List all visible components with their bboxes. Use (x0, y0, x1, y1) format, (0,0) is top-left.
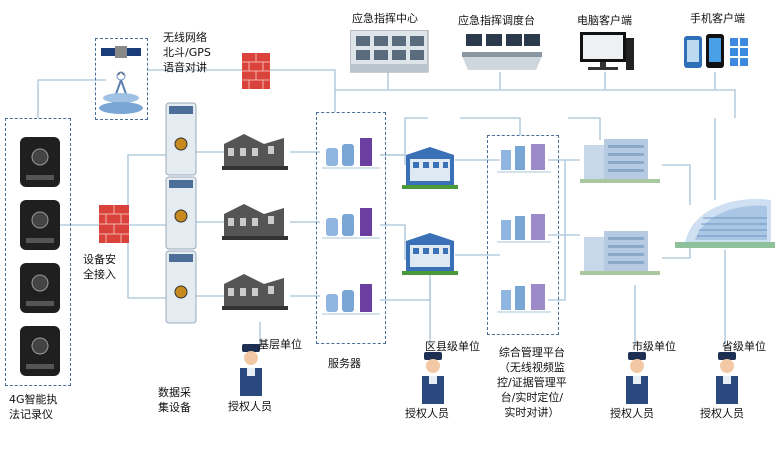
server-icon (322, 138, 380, 169)
county-unit-label: 区县级单位 (425, 340, 480, 353)
collector-icon (165, 250, 197, 324)
satellite-group (95, 38, 148, 120)
pc-client-icon (580, 32, 634, 70)
firewall-icon (99, 205, 129, 243)
firewall-icon (242, 53, 270, 89)
mobile-client-icon (684, 34, 748, 68)
recorder-devices (20, 137, 60, 376)
authorized-person-label: 授权人员 (228, 400, 272, 413)
city-building-icon (580, 139, 660, 183)
wireless-label: 无线网络 北斗/GPS 语音对讲 (163, 31, 211, 74)
county-buildings (402, 147, 458, 275)
recorder-icon (20, 200, 60, 250)
command-center-label: 应急指挥中心 (352, 12, 418, 25)
platform-label: 综合管理平台 （无线视频监 控/证据管理平 台/实时定位/ 实时对讲） (497, 346, 567, 419)
authorized-person-label: 授权人员 (405, 407, 449, 420)
officer-icon (626, 352, 648, 404)
satellite-icon (99, 46, 143, 114)
top-bus-line (335, 89, 736, 118)
recorder-icon (20, 326, 60, 376)
collector-icon (165, 176, 197, 250)
authorized-person-label: 授权人员 (700, 407, 744, 420)
officer-icon (422, 352, 444, 404)
server-icon (497, 144, 551, 173)
grassroots-buildings (222, 134, 288, 310)
collector-icon (165, 102, 197, 176)
recorder-group (5, 118, 71, 386)
pc-client-label: 电脑客户端 (577, 14, 632, 27)
building-icon (222, 274, 288, 310)
server-devices (322, 138, 380, 315)
recorder-icon (20, 263, 60, 313)
building-icon (222, 134, 288, 170)
server-icon (497, 214, 551, 243)
city-buildings (580, 139, 660, 275)
server-icon (322, 284, 380, 315)
province-unit-label: 省级单位 (722, 340, 766, 353)
dispatch-desk-icon (462, 34, 542, 70)
mobile-client-label: 手机客户端 (690, 12, 745, 25)
authorized-person-label: 授权人员 (610, 407, 654, 420)
officer-icon (240, 344, 262, 396)
office-building-icon (402, 147, 458, 189)
recorder-label: 4G智能执 法记录仪 (9, 393, 58, 421)
device-access-label: 设备安 全接入 (83, 253, 116, 281)
dispatch-desk-label: 应急指挥调度台 (458, 14, 535, 27)
server-group (316, 112, 386, 344)
server-icon (497, 284, 551, 313)
command-center-icon (350, 30, 429, 73)
platform-devices (497, 144, 551, 313)
officer-icon (716, 352, 738, 404)
province-building-icon (675, 198, 775, 248)
grassroots-unit-label: 基层单位 (258, 338, 302, 351)
collector-label: 数据采 集设备 (158, 386, 191, 414)
building-icon (222, 204, 288, 240)
city-unit-label: 市级单位 (632, 340, 676, 353)
platform-group (487, 135, 559, 335)
office-building-icon (402, 233, 458, 275)
recorder-icon (20, 137, 60, 187)
recorder-to-satellite-line (37, 79, 106, 118)
collector-devices (165, 102, 197, 324)
server-label: 服务器 (328, 357, 361, 370)
city-building-icon (580, 231, 660, 275)
server-icon (322, 208, 380, 239)
